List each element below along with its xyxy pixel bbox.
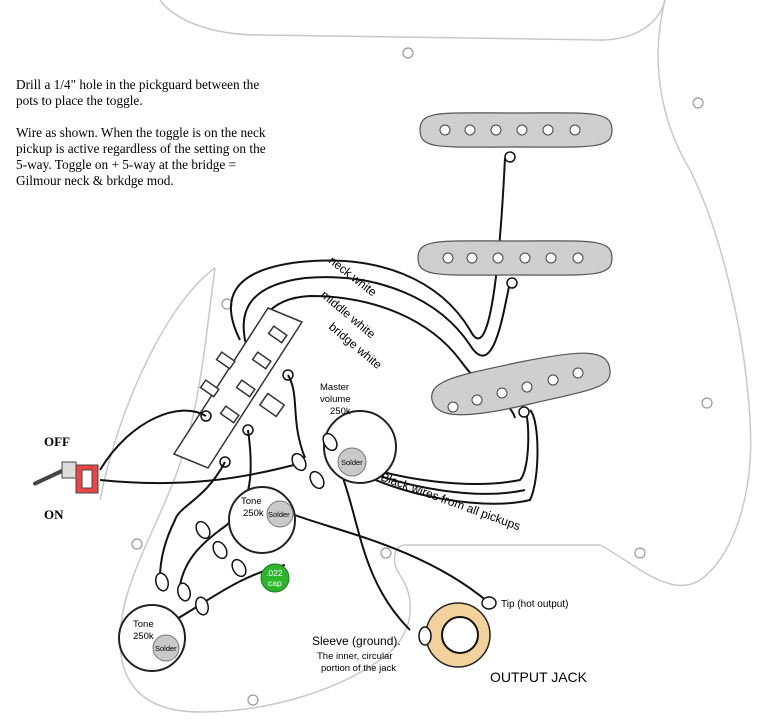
cap-label-line2: cap [268, 578, 282, 588]
instruction-paragraph-1: Drill a 1/4" hole in the pickguard betwe… [16, 77, 260, 108]
tone-pot-lower [118, 572, 209, 672]
toggle-off-label: OFF [44, 434, 70, 449]
output-jack-title: OUTPUT JACK [490, 669, 588, 685]
toggle-on-label: ON [44, 507, 64, 522]
instructions: Drill a 1/4" hole in the pickguard betwe… [16, 77, 266, 205]
capacitor [260, 563, 290, 593]
tip-label: Tip (hot output) [501, 599, 568, 610]
pole-pieces [439, 124, 584, 413]
tone-upper-solder: Solder [268, 510, 290, 519]
master-volume-line3: 250k [330, 406, 351, 417]
tone-lower-solder: Solder [155, 644, 177, 653]
sleeve-note2: portion of the jack [321, 663, 396, 674]
master-volume-line1: Master [320, 382, 349, 393]
tone-lower-line2: 250k [133, 631, 154, 642]
tone-upper-line1: Tone [241, 496, 262, 507]
master-volume-pot [291, 410, 397, 490]
cap-label-line1: .022 [266, 568, 283, 578]
tone-lower-line1: Tone [133, 619, 154, 630]
black-wires-label: Black wires from all pickups [379, 470, 522, 534]
pickup-middle [417, 240, 613, 276]
tone-pot-upper [195, 486, 296, 578]
output-jack [418, 596, 497, 668]
pickup-bridge [431, 352, 611, 416]
sleeve-note1: The inner, circular [317, 651, 393, 662]
pickguard-outline [99, 0, 752, 713]
instruction-paragraph-2: Wire as shown. When the toggle is on the… [16, 125, 266, 188]
master-volume-line2: volume [320, 394, 351, 405]
pickup-eyelets [504, 151, 530, 418]
five-way-switch [172, 307, 304, 469]
sleeve-label: Sleeve (ground). [312, 634, 401, 648]
screw-holes [131, 47, 713, 706]
mini-toggle-switch [32, 461, 99, 494]
tone-upper-line2: 250k [243, 508, 264, 519]
master-volume-solder: Solder [341, 458, 363, 467]
pickup-neck [419, 112, 613, 148]
